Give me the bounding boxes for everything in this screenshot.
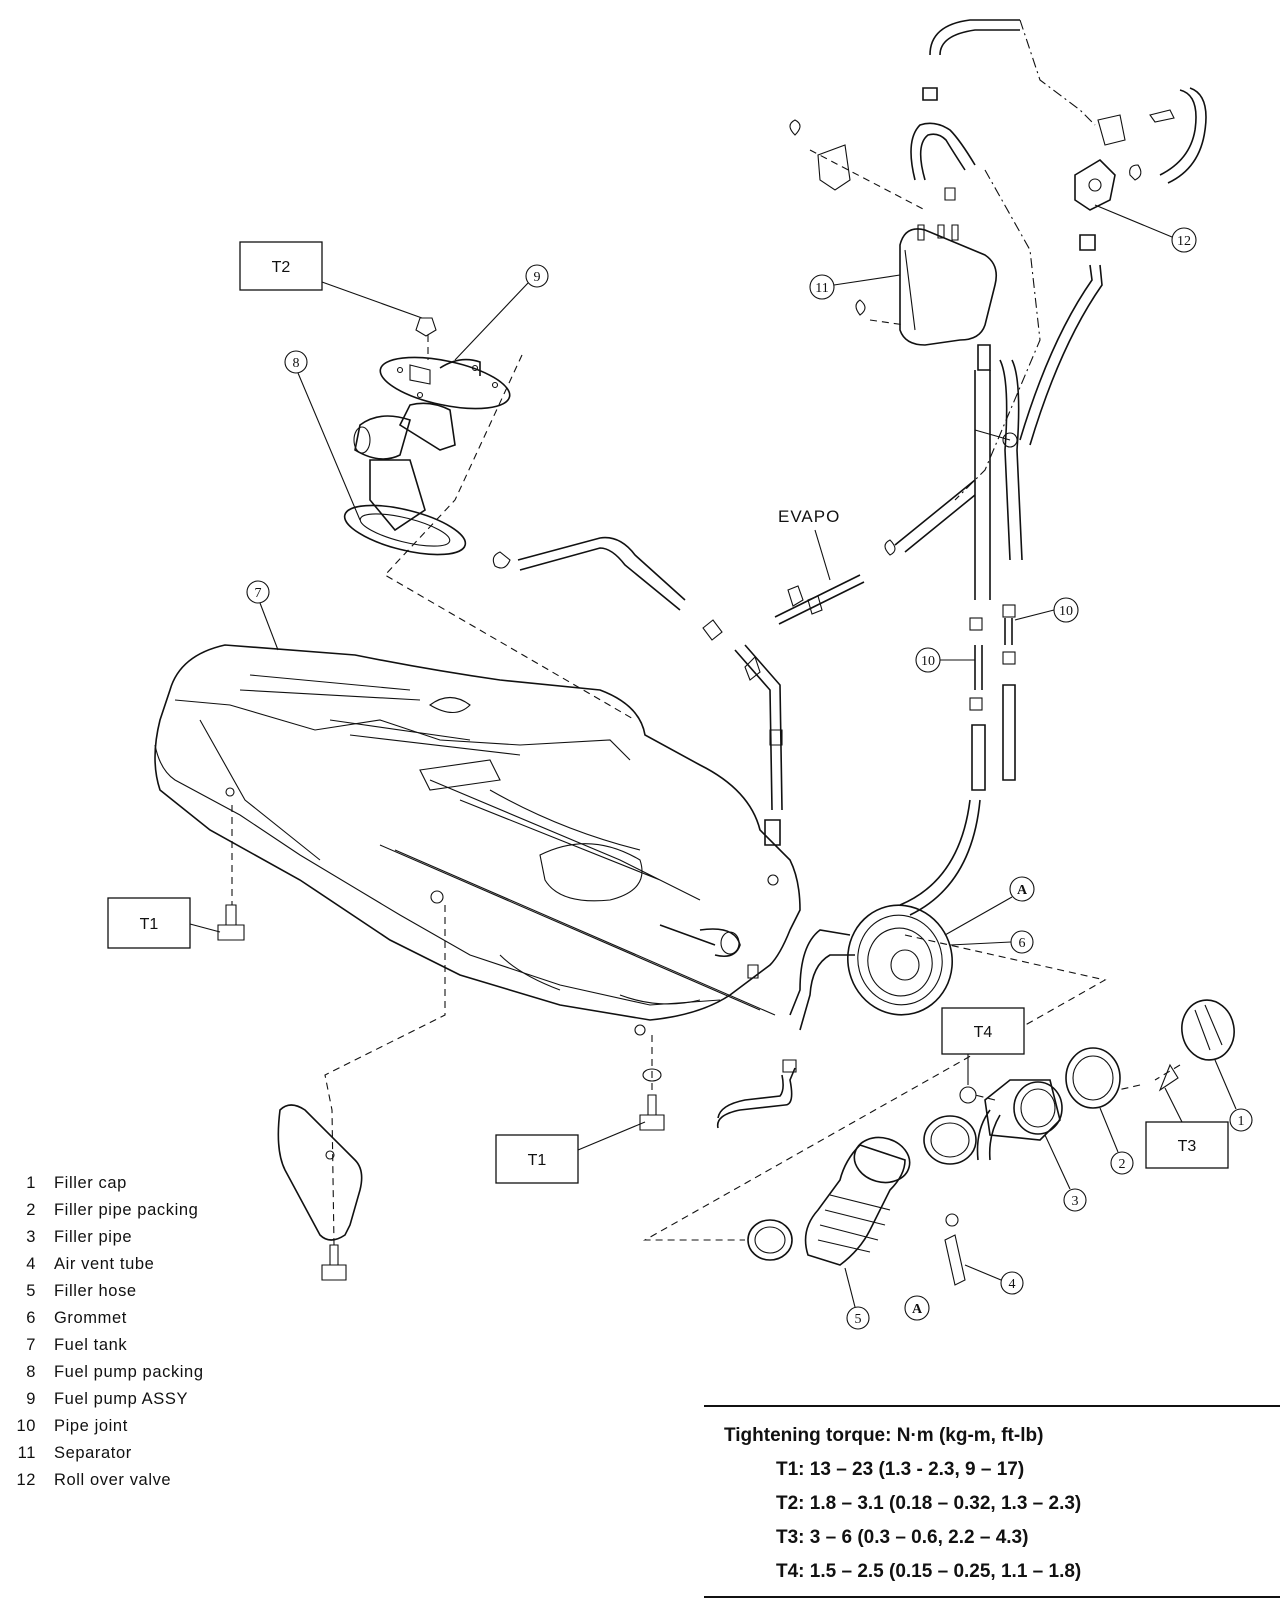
- fuel-tank-drawing: [154, 644, 801, 1036]
- filler-assembly-drawing: [716, 999, 1235, 1286]
- callout-1-label: 1: [1238, 1114, 1245, 1129]
- callout-12-label: 12: [1177, 234, 1191, 249]
- legend-item-number: 5: [26, 1282, 36, 1300]
- legend-item: 6 Grommet: [8, 1305, 204, 1332]
- legend-item-name: Filler pipe packing: [54, 1201, 199, 1219]
- legend-item-name: Air vent tube: [54, 1255, 155, 1273]
- callout-2-label: 2: [1119, 1157, 1126, 1172]
- torque-box-t3: T3: [1145, 1121, 1229, 1169]
- callout-5: 5: [846, 1306, 870, 1330]
- callout-1: 1: [1229, 1108, 1253, 1132]
- legend-item-name: Fuel pump packing: [54, 1363, 204, 1381]
- callout-11: 11: [809, 274, 835, 300]
- legend-item-name: Roll over valve: [54, 1471, 172, 1489]
- evapo-connector-drawing: [774, 574, 865, 625]
- callout-6-label: 6: [1019, 936, 1026, 951]
- legend-item: 2 Filler pipe packing: [8, 1197, 204, 1224]
- callout-9: 9: [525, 264, 549, 288]
- torque-box-t3-label: T3: [1178, 1138, 1197, 1155]
- marker-a-top: A: [1009, 876, 1035, 902]
- torque-box-t4: T4: [941, 1007, 1025, 1055]
- callout-4: 4: [1000, 1271, 1024, 1295]
- callout-8-label: 8: [293, 356, 300, 371]
- torque-row-t2: T2: 1.8 – 3.1 (0.18 – 0.32, 1.3 – 2.3): [776, 1493, 1082, 1514]
- legend-item-name: Grommet: [54, 1309, 127, 1327]
- legend-item-number: 1: [26, 1174, 36, 1192]
- legend-item-number: 7: [26, 1336, 36, 1354]
- legend-item-number: 2: [26, 1201, 36, 1219]
- fuel-pump-assy-drawing: [343, 317, 511, 556]
- callout-3-label: 3: [1072, 1194, 1079, 1209]
- callout-11-label: 11: [815, 281, 828, 296]
- callout-5-label: 5: [855, 1312, 862, 1327]
- callout-4-label: 4: [1009, 1277, 1016, 1292]
- legend-item: 7 Fuel tank: [8, 1332, 204, 1359]
- torque-box-t4-label: T4: [974, 1024, 993, 1041]
- callout-12: 12: [1171, 227, 1197, 253]
- callout-10-right-label: 10: [1059, 604, 1073, 619]
- callout-3: 3: [1063, 1188, 1087, 1212]
- tightening-torque-table: Tightening torque: N·m (kg-m, ft-lb) T1:…: [704, 1405, 1280, 1589]
- parts-legend: 1 Filler cap 2 Filler pipe packing 3 Filler p…: [8, 1170, 204, 1494]
- legend-item-number: 3: [26, 1228, 36, 1246]
- torque-table-bottom-rule: [704, 1596, 1280, 1598]
- evapo-label: EVAPO: [778, 507, 840, 526]
- torque-row-t4: T4: 1.5 – 2.5 (0.15 – 0.25, 1.1 – 1.8): [776, 1561, 1082, 1582]
- pipe-joints-drawing: [899, 604, 1016, 916]
- bracket-and-bolts-drawing: [217, 904, 665, 1281]
- torque-box-t1-mid: T1: [495, 1134, 579, 1184]
- callout-8: 8: [284, 350, 308, 374]
- legend-item-number: 12: [16, 1471, 36, 1489]
- legend-item-number: 4: [26, 1255, 36, 1273]
- legend-item-name: Filler cap: [54, 1174, 127, 1192]
- grommet-drawing: [789, 904, 954, 1031]
- legend-item-name: Separator: [54, 1444, 132, 1462]
- legend-item: 4 Air vent tube: [8, 1251, 204, 1278]
- legend-item-name: Filler pipe: [54, 1228, 133, 1246]
- legend-item-number: 8: [26, 1363, 36, 1381]
- torque-box-t1-mid-label: T1: [528, 1152, 547, 1169]
- torque-box-t2-label: T2: [272, 259, 291, 276]
- legend-item: 5 Filler hose: [8, 1278, 204, 1305]
- marker-a-bottom-label: A: [912, 1302, 923, 1317]
- callout-10-right: 10: [1053, 597, 1079, 623]
- separator-drawing: [789, 19, 1103, 600]
- torque-box-t1-left: T1: [107, 897, 191, 949]
- legend-item: 9 Fuel pump ASSY: [8, 1386, 204, 1413]
- legend-item: 11 Separator: [8, 1440, 204, 1467]
- legend-item-number: 10: [16, 1417, 36, 1435]
- callout-7: 7: [246, 580, 270, 604]
- legend-item: 10 Pipe joint: [8, 1413, 204, 1440]
- torque-title: Tightening torque: N·m (kg-m, ft-lb): [724, 1425, 1044, 1446]
- torque-box-t2: T2: [239, 241, 323, 291]
- legend-item-name: Fuel tank: [54, 1336, 128, 1354]
- roll-over-valve-drawing: [1074, 87, 1207, 251]
- marker-a-bottom: A: [904, 1295, 930, 1321]
- torque-row-t1: T1: 13 – 23 (1.3 - 2.3, 9 – 17): [776, 1459, 1025, 1480]
- legend-item-name: Pipe joint: [54, 1417, 128, 1435]
- callout-2: 2: [1110, 1151, 1134, 1175]
- torque-row-t3: T3: 3 – 6 (0.3 – 0.6, 2.2 – 4.3): [776, 1527, 1029, 1548]
- legend-item: 3 Filler pipe: [8, 1224, 204, 1251]
- legend-item: 12 Roll over valve: [8, 1467, 204, 1494]
- legend-item-number: 11: [17, 1444, 36, 1462]
- legend-item-number: 6: [26, 1309, 36, 1327]
- callout-9-label: 9: [534, 270, 541, 285]
- legend-item: 1 Filler cap: [8, 1170, 204, 1197]
- callout-10-left: 10: [915, 647, 941, 673]
- legend-item-number: 9: [26, 1390, 36, 1408]
- callout-7-label: 7: [255, 586, 262, 601]
- callout-10-left-label: 10: [921, 654, 935, 669]
- marker-a-top-label: A: [1017, 883, 1028, 898]
- legend-item-name: Fuel pump ASSY: [54, 1390, 189, 1408]
- torque-box-t1-left-label: T1: [140, 916, 159, 933]
- pump-hose-drawing: [492, 536, 783, 811]
- callout-6: 6: [1010, 930, 1034, 954]
- legend-item: 8 Fuel pump packing: [8, 1359, 204, 1386]
- legend-item-name: Filler hose: [54, 1282, 137, 1300]
